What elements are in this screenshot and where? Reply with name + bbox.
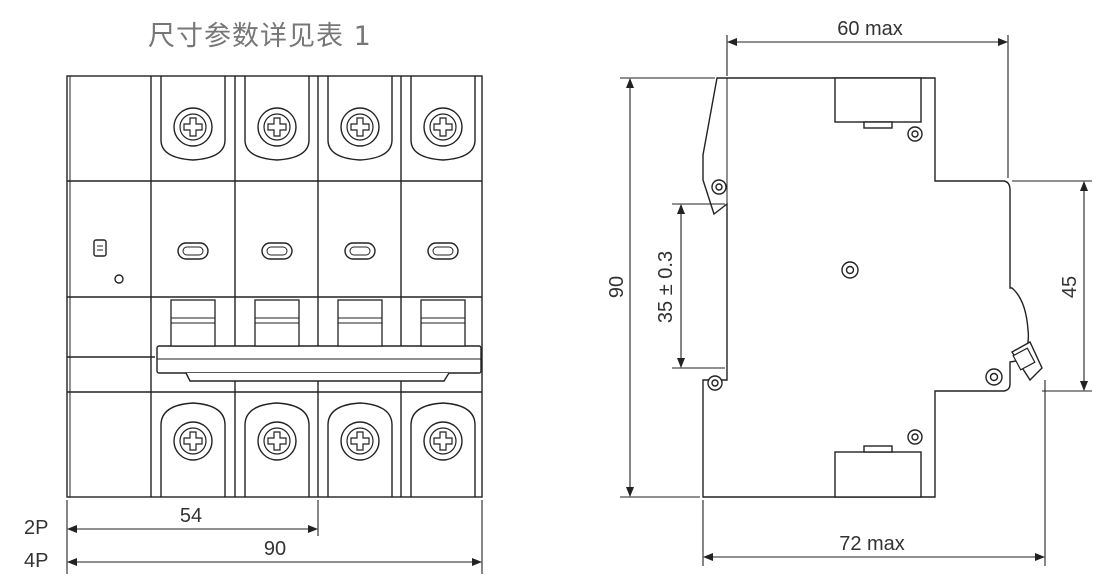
- pole-1-bottom-housing: [160, 402, 226, 497]
- pole-3-top-housing: [327, 76, 393, 161]
- dim-4p-label: 4P: [24, 550, 48, 572]
- pole-1-window-inner: [182, 246, 204, 256]
- pole-3-window-inner: [349, 246, 371, 256]
- dim-rail: 35 ± 0.3: [655, 251, 677, 323]
- bottom-terminal-block: [834, 451, 922, 498]
- pole-1-bottom-screw-icon-cross: [183, 431, 203, 451]
- drawing-title: 尺寸参数详见表 1: [148, 21, 372, 52]
- pole-1-top-screw-icon-cross: [183, 117, 203, 137]
- pole-4-bottom-housing: [410, 402, 476, 497]
- dim-2p-label: 2P: [24, 517, 48, 539]
- top-terminal-block: [834, 77, 922, 123]
- pole-2-window-inner: [266, 246, 288, 256]
- dim-bottom-width: 72 max: [839, 533, 905, 555]
- dim-height: 90: [606, 276, 628, 298]
- dim-4p-value: 90: [264, 538, 286, 560]
- pole-2-top-screw-icon-cross: [267, 117, 287, 137]
- dim-top-width: 60 max: [837, 18, 903, 40]
- side-view: [702, 77, 1043, 498]
- pole-2-bottom-housing: [244, 402, 310, 497]
- pole-1-top-housing: [160, 76, 226, 161]
- pole-4-top-housing: [410, 76, 476, 161]
- pole-4-top-screw-icon-cross: [433, 117, 453, 137]
- pole-3-bottom-housing: [327, 402, 393, 497]
- pole-4-bottom-screw-icon-cross: [433, 431, 453, 451]
- indicator-window: [93, 239, 107, 257]
- test-hole: [114, 274, 124, 284]
- pole-3-bottom-screw-icon-cross: [350, 431, 370, 451]
- side-screws: [707, 126, 1003, 445]
- pole-2-bottom-screw-icon-cross: [267, 431, 287, 451]
- pole-3-top-screw-icon-cross: [350, 117, 370, 137]
- pole-4-window-inner: [432, 246, 454, 256]
- dim-depth: 45: [1059, 276, 1081, 298]
- poles: [160, 76, 476, 497]
- pole-2-top-housing: [244, 76, 310, 161]
- side-view-outline: [702, 77, 1030, 498]
- dim-2p-value: 54: [180, 505, 202, 527]
